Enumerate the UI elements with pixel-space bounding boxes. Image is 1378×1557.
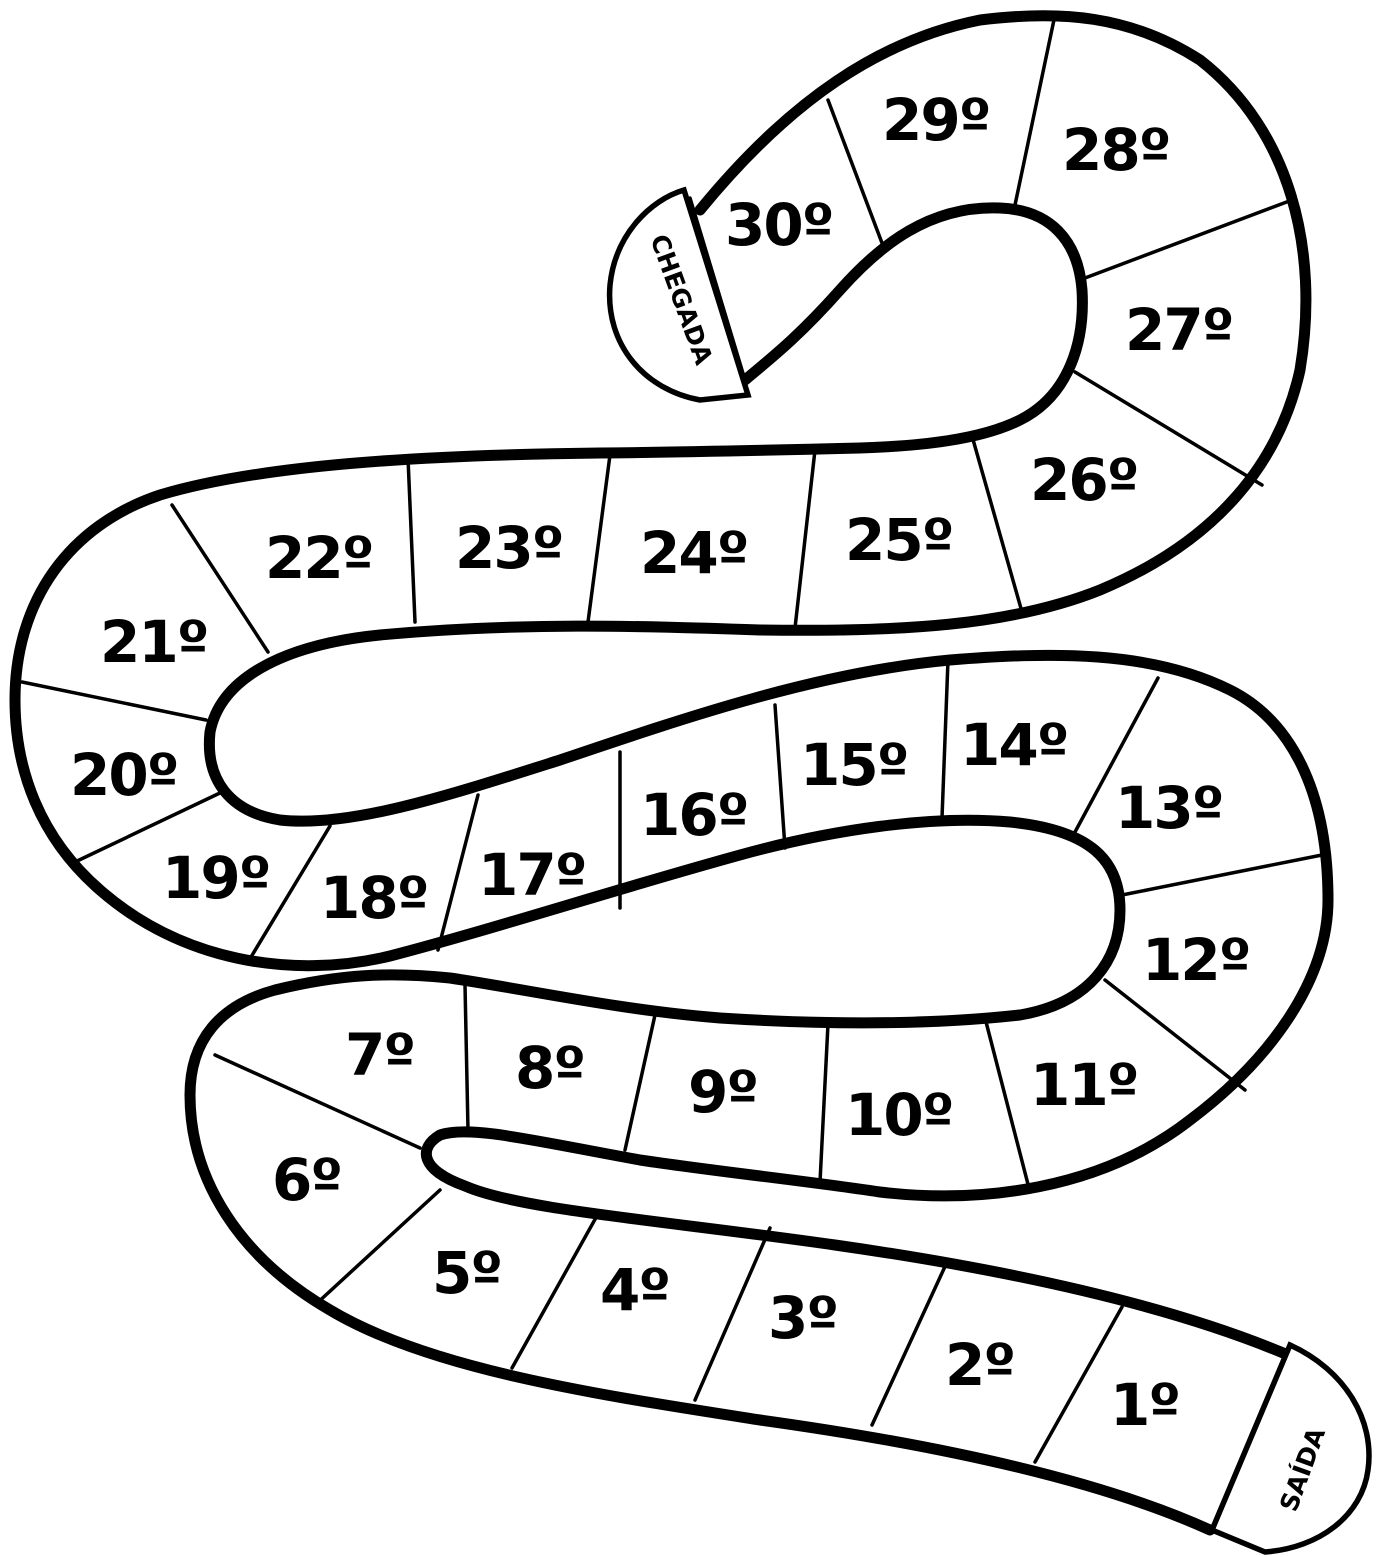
divider [695, 1228, 770, 1400]
square-25-label: 25º [845, 506, 952, 574]
square-15-label: 15º [800, 731, 907, 799]
square-9-label: 9º [688, 1058, 757, 1126]
square-27-label: 27º [1125, 296, 1232, 364]
square-8-label: 8º [515, 1034, 584, 1102]
divider [625, 1015, 655, 1150]
divider [1035, 1307, 1122, 1462]
square-30-label: 30º [725, 191, 832, 259]
divider [1122, 855, 1322, 895]
square-14-label: 14º [960, 711, 1067, 779]
divider [465, 985, 468, 1130]
divider [588, 455, 610, 622]
divider [408, 458, 415, 622]
square-18-label: 18º [320, 864, 427, 932]
divider [820, 1024, 828, 1182]
square-5-label: 5º [432, 1239, 501, 1307]
divider [828, 100, 882, 243]
square-28-label: 28º [1062, 116, 1169, 184]
square-20-label: 20º [70, 741, 177, 809]
divider [22, 682, 206, 720]
square-16-label: 16º [640, 781, 747, 849]
square-13-label: 13º [1115, 774, 1222, 842]
square-29-label: 29º [882, 86, 989, 154]
divider [1085, 200, 1292, 278]
divider [985, 1018, 1030, 1192]
square-21-label: 21º [100, 608, 207, 676]
square-11-label: 11º [1030, 1051, 1137, 1119]
square-10-label: 10º [845, 1081, 952, 1149]
square-7-label: 7º [345, 1021, 414, 1089]
square-26-label: 26º [1030, 446, 1137, 514]
divider [512, 1214, 598, 1368]
divider [1015, 15, 1055, 205]
divider [438, 795, 478, 950]
divider [942, 660, 948, 818]
square-1-label: 1º [1110, 1371, 1179, 1439]
square-2-label: 2º [945, 1331, 1014, 1399]
square-6-label: 6º [272, 1146, 341, 1214]
square-17-label: 17º [478, 841, 585, 909]
start-cap [1212, 1345, 1369, 1552]
divider [775, 705, 785, 848]
square-19-label: 19º [162, 844, 269, 912]
square-12-label: 12º [1142, 926, 1249, 994]
square-3-label: 3º [768, 1284, 837, 1352]
square-23-label: 23º [455, 514, 562, 582]
square-24-label: 24º [640, 519, 747, 587]
square-22-label: 22º [265, 524, 372, 592]
divider [972, 436, 1022, 612]
divider [872, 1260, 948, 1425]
divider [795, 450, 815, 628]
square-4-label: 4º [600, 1256, 669, 1324]
